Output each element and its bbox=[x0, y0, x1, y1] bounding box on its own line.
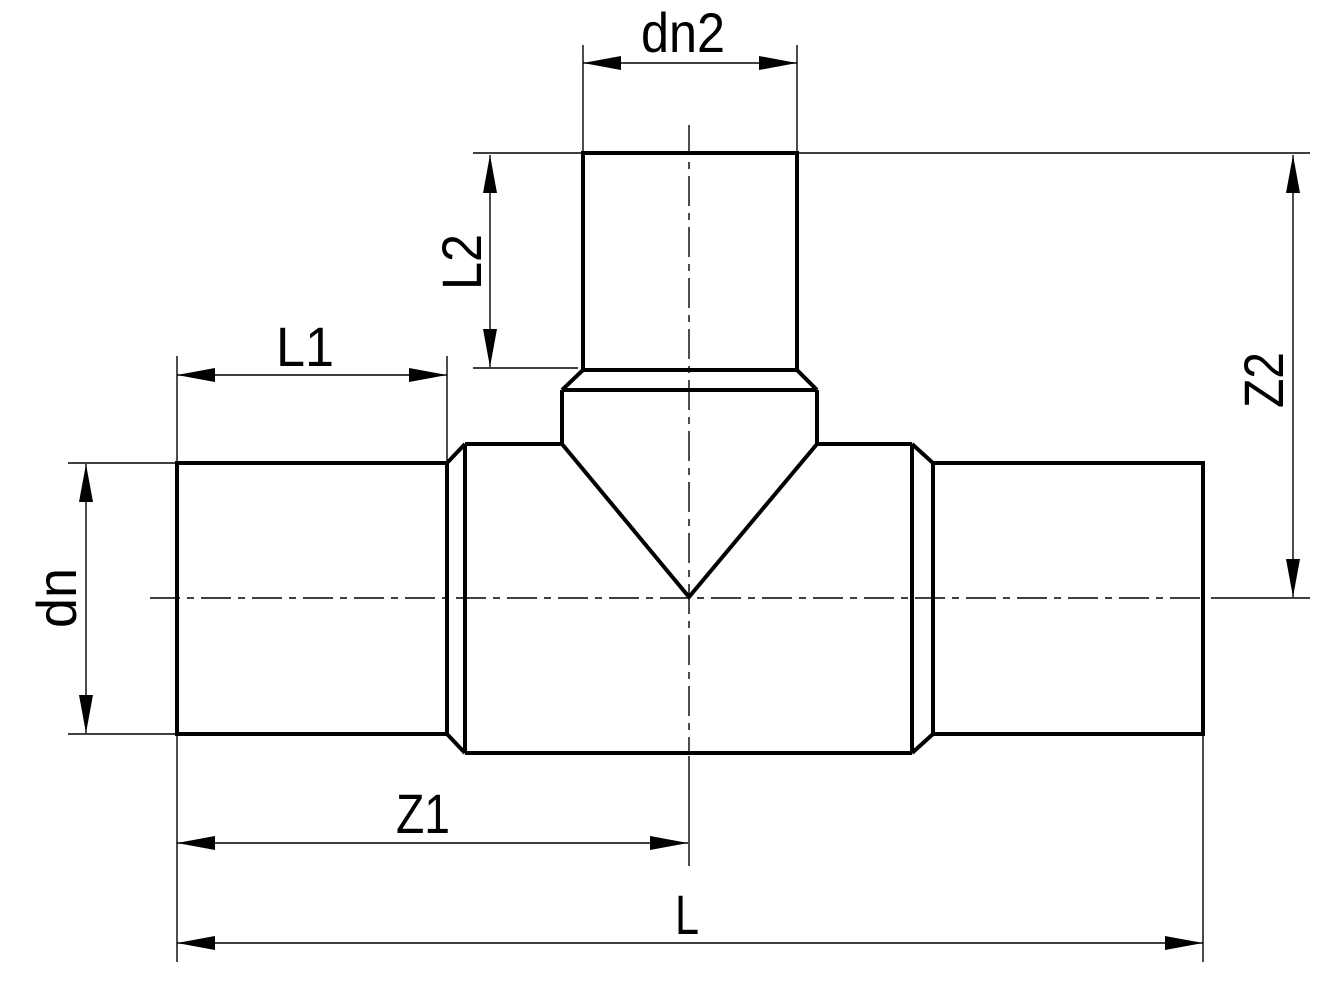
right-cone-bottom bbox=[910, 732, 935, 755]
dn-arrow-top bbox=[79, 464, 93, 502]
dn2-label: dn2 bbox=[641, 1, 725, 64]
l1-arrow-left bbox=[177, 368, 215, 382]
left-cone-bottom bbox=[445, 732, 467, 755]
branch-cone-right bbox=[795, 368, 819, 392]
dimension-l: L bbox=[177, 736, 1204, 962]
dimension-l1: L1 bbox=[176, 315, 448, 463]
l-arrow-left bbox=[177, 936, 215, 950]
z1-arrow-right bbox=[650, 836, 688, 850]
branch-cone-left bbox=[560, 368, 585, 392]
right-pipe-outline bbox=[933, 461, 1205, 736]
l2-arrow-top bbox=[483, 155, 497, 193]
z1-label: Z1 bbox=[396, 782, 450, 845]
dn-arrow-bottom bbox=[79, 695, 93, 733]
dimension-z1: Z1 bbox=[176, 734, 690, 962]
z2-arrow-top bbox=[1286, 155, 1300, 193]
centerlines bbox=[150, 125, 1205, 755]
dimension-dn: dn bbox=[25, 462, 177, 735]
left-pipe-outline bbox=[175, 461, 447, 736]
z1-arrow-left bbox=[177, 836, 215, 850]
fitting-outline bbox=[175, 151, 1205, 755]
internal-bore-v bbox=[560, 442, 819, 601]
l2-label: L2 bbox=[430, 234, 493, 290]
dn2-arrow-right bbox=[759, 56, 797, 70]
z2-arrow-bottom bbox=[1286, 559, 1300, 597]
branch-pipe-outline bbox=[581, 151, 799, 370]
l-label: L bbox=[675, 883, 699, 946]
dn2-arrow-left bbox=[583, 56, 621, 70]
l1-arrow-right bbox=[409, 368, 447, 382]
dimension-z2: Z2 bbox=[1211, 155, 1310, 599]
l1-label: L1 bbox=[276, 315, 334, 378]
l-arrow-right bbox=[1165, 936, 1203, 950]
l2-arrow-bottom bbox=[483, 329, 497, 367]
z2-label: Z2 bbox=[1232, 352, 1295, 408]
left-cone-top bbox=[445, 442, 467, 465]
dimension-dn2: dn2 bbox=[582, 1, 798, 152]
dimension-l2: L2 bbox=[430, 152, 1310, 369]
dn-label: dn bbox=[25, 568, 88, 628]
right-cone-top bbox=[910, 442, 935, 465]
